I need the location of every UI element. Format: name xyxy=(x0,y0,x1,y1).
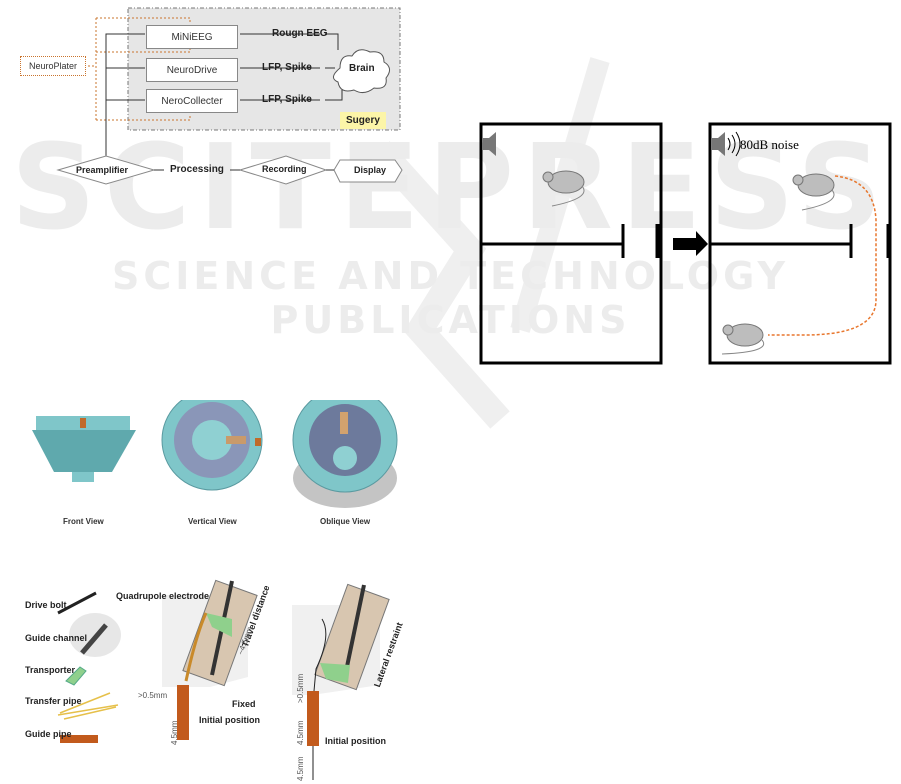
speaker-icon xyxy=(483,132,496,156)
dim-gap-label: >0.5mm xyxy=(138,691,168,700)
mouse-icon xyxy=(542,170,585,207)
oblique-view-label: Oblique View xyxy=(320,517,371,526)
signal-label: LFP, Spike xyxy=(262,62,312,73)
transporter-part xyxy=(65,666,87,686)
escape-path xyxy=(768,175,877,336)
dim-pipe-label: 4.5mm xyxy=(296,720,305,745)
module-minieeg: MiNiEEG xyxy=(146,25,238,49)
guide-pipe-part xyxy=(60,735,98,743)
pipeline-preamplifier: Preamplifier xyxy=(76,165,129,175)
brain-label: Brain xyxy=(349,63,375,74)
oblique-view-render xyxy=(292,400,398,508)
module-nerocollecter: NeroCollecter xyxy=(146,89,238,113)
drive-parts-figure: Drive bolt Guide channel Transporter Tra… xyxy=(0,575,420,784)
part-label: Transfer pipe xyxy=(25,696,82,706)
initial-position-label: Initial position xyxy=(199,715,260,725)
part-label: Transporter xyxy=(25,665,76,675)
pipeline-processing: Processing xyxy=(170,164,224,175)
arena-drawing xyxy=(479,122,892,365)
behavior-test-figure: 80dB noise xyxy=(478,120,898,370)
system-diagram: MiNiEEG NeuroDrive NeroCollecter Rougn E… xyxy=(0,0,460,200)
front-view-label: Front View xyxy=(63,517,104,526)
front-view-render xyxy=(32,416,136,482)
vertical-view-render xyxy=(161,400,263,491)
initial-position-label: Initial position xyxy=(325,736,386,746)
part-label: Guide pipe xyxy=(25,729,72,739)
electrode-label: Quadrupole electrode xyxy=(116,591,210,601)
vertical-view-label: Vertical View xyxy=(188,517,237,526)
device-renderings xyxy=(32,400,398,508)
drive-bolt-part xyxy=(57,591,97,615)
dim-pipe-label: 4.5mm xyxy=(170,720,179,745)
module-neurodrive: NeuroDrive xyxy=(146,58,238,82)
part-label: Drive bolt xyxy=(25,600,67,610)
pipeline-display: Display xyxy=(354,165,387,175)
device-views-figure: Front View Vertical View Oblique View xyxy=(0,400,420,540)
controller-neuroplater: NeuroPlater xyxy=(20,56,86,76)
dim-extra-label: 4.5mm xyxy=(296,756,305,781)
noise-label: 80dB noise xyxy=(740,137,799,152)
drive-assembly-drawing xyxy=(57,579,390,780)
speaker-icon xyxy=(712,131,741,157)
signal-label: Rougn EEG xyxy=(272,28,328,39)
part-label: Guide channel xyxy=(25,633,88,643)
pipeline-recording: Recording xyxy=(262,164,307,174)
transfer-pipe-part xyxy=(57,692,119,720)
signal-label: LFP, Spike xyxy=(262,94,312,105)
fixed-label: Fixed xyxy=(232,699,256,709)
mouse-icon xyxy=(792,173,835,211)
mouse-icon xyxy=(721,323,765,355)
guide-channel-part xyxy=(80,623,108,655)
dim-gap-label: >0.5mm xyxy=(296,673,305,703)
surgery-note: Sugery xyxy=(340,112,386,129)
